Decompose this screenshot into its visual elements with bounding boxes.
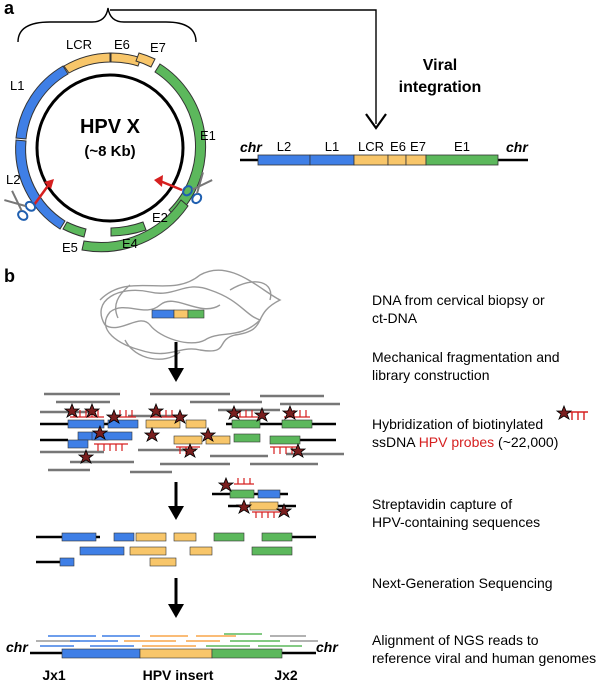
genome-ring bbox=[15, 52, 207, 253]
aligned-insert-yellow bbox=[139, 648, 213, 659]
linear-label-l2: L2 bbox=[277, 139, 291, 154]
linear-label-e7: E7 bbox=[410, 139, 426, 154]
probe-legend-icon bbox=[555, 404, 588, 420]
aligned-chr-right: chr bbox=[316, 639, 339, 655]
panel-a-letter: a bbox=[4, 0, 15, 18]
linear-e6-block bbox=[387, 154, 407, 166]
tangled-dna bbox=[99, 269, 282, 360]
ring-label-lcr: LCR bbox=[66, 37, 92, 52]
ring-lcr-segment bbox=[63, 52, 111, 74]
step-6-line1: Alignment of NGS reads to bbox=[372, 632, 539, 648]
linear-label-l1: L1 bbox=[325, 139, 339, 154]
dna-fragments bbox=[40, 392, 344, 474]
scissors-icon bbox=[182, 172, 213, 205]
ring-label-l2: L2 bbox=[6, 172, 20, 187]
ring-l2-segment bbox=[15, 139, 66, 230]
ring-e4-segment bbox=[110, 221, 147, 237]
ring-e6-segment bbox=[110, 52, 142, 67]
break-arrow-right bbox=[154, 175, 183, 192]
step-arrow bbox=[168, 482, 184, 520]
linear-label-e6: E6 bbox=[390, 139, 406, 154]
tangled-insert-green bbox=[187, 309, 205, 319]
linear-e7-block bbox=[405, 154, 427, 166]
genome-bracket bbox=[17, 7, 197, 43]
tangled-insert-yellow bbox=[173, 309, 189, 319]
step-6-line2: reference viral and human genomes bbox=[372, 650, 596, 666]
linear-chr-left: chr bbox=[240, 139, 263, 155]
genome-title: HPV X bbox=[80, 116, 141, 138]
hpv-fragments bbox=[67, 419, 313, 449]
step-3-line1: Hybridization of biotinylated bbox=[372, 416, 543, 432]
aligned-reads bbox=[36, 633, 318, 647]
integration-arrowhead bbox=[365, 113, 387, 130]
tangled-insert-blue bbox=[151, 309, 175, 319]
linear-label-e1: E1 bbox=[454, 139, 470, 154]
linear-chr-right: chr bbox=[506, 139, 529, 155]
ring-label-e7: E7 bbox=[150, 40, 166, 55]
step-4-line1: Streptavidin capture of bbox=[372, 496, 512, 512]
genome-size: (~8 Kb) bbox=[84, 143, 135, 160]
junction-2-label: Jx2 bbox=[274, 667, 298, 683]
linear-l1-block bbox=[309, 154, 355, 166]
hpv-insert-label: HPV insert bbox=[143, 667, 214, 683]
linear-e1-block bbox=[425, 154, 499, 166]
integration-connector bbox=[110, 9, 377, 124]
hpv-genome-circle bbox=[35, 73, 185, 223]
step-3-line2: ssDNA HPV probes (~22,000) bbox=[372, 434, 558, 450]
aligned-insert-blue bbox=[61, 648, 141, 659]
scissors-icon bbox=[4, 190, 37, 221]
step-2-line2: library construction bbox=[372, 367, 490, 383]
ring-e2-segment bbox=[81, 199, 189, 253]
integration-title-line2: integration bbox=[399, 79, 482, 96]
ring-label-e4: E4 bbox=[122, 236, 138, 251]
ring-e7-segment bbox=[135, 52, 156, 68]
step-arrow bbox=[168, 342, 184, 382]
ring-label-e5: E5 bbox=[62, 240, 78, 255]
step-1-line1: DNA from cervical biopsy or bbox=[372, 292, 545, 308]
panel-b-letter: b bbox=[4, 266, 15, 286]
biotin-stars bbox=[63, 402, 307, 464]
junction-1-label: Jx1 bbox=[42, 667, 66, 683]
ring-e5-segment bbox=[62, 221, 87, 238]
linear-lcr-block bbox=[353, 154, 389, 166]
captured-sequences bbox=[36, 532, 316, 567]
ring-label-e2: E2 bbox=[152, 210, 168, 225]
captured-fragments bbox=[212, 476, 296, 518]
ring-label-e6: E6 bbox=[114, 37, 130, 52]
step-arrow bbox=[168, 578, 184, 618]
ring-label-e1: E1 bbox=[200, 128, 216, 143]
step-1-line2: ct-DNA bbox=[372, 310, 418, 326]
aligned-insert-green bbox=[211, 648, 283, 659]
ring-label-l1: L1 bbox=[10, 78, 24, 93]
linear-l2-block bbox=[257, 154, 311, 166]
break-arrow-left bbox=[32, 179, 54, 206]
step-2-line1: Mechanical fragmentation and bbox=[372, 349, 560, 365]
linear-label-lcr: LCR bbox=[358, 139, 384, 154]
step-4-line2: HPV-containing sequences bbox=[372, 514, 540, 530]
ring-l1-segment bbox=[15, 65, 69, 140]
aligned-chr-left: chr bbox=[6, 639, 29, 655]
integration-title-line1: Viral bbox=[423, 57, 457, 74]
step-5-line1: Next-Generation Sequencing bbox=[372, 575, 553, 591]
